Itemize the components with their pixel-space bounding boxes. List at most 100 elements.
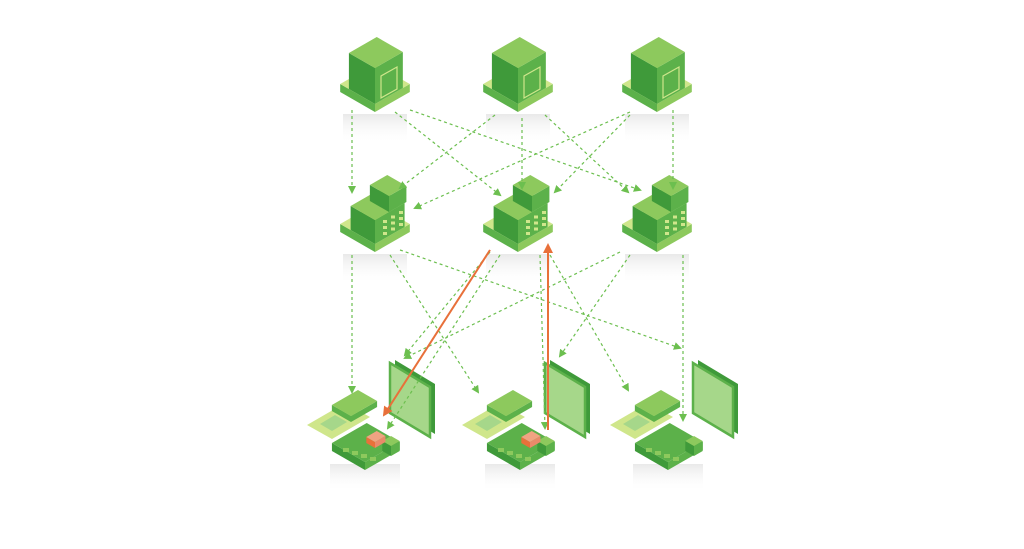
shadow <box>343 254 407 284</box>
shadow <box>486 254 550 284</box>
dashed-edge-building-2-to-device-1 <box>386 254 501 430</box>
box-right-face <box>518 224 553 252</box>
box-right-face <box>375 203 405 244</box>
box-left-face <box>331 443 365 470</box>
box-right-face <box>518 52 546 104</box>
dashed-edge-building-2-to-device-2 <box>539 254 549 430</box>
board-component <box>525 457 531 461</box>
box-right-face <box>657 52 685 104</box>
device-1 <box>307 360 435 492</box>
board-component <box>516 454 522 458</box>
window <box>681 211 685 214</box>
box-top-face <box>486 423 555 462</box>
box-top-face <box>348 37 403 68</box>
box-left-face <box>366 437 375 448</box>
box-top-face <box>521 431 541 442</box>
panel-front <box>388 360 432 440</box>
box-left-face <box>486 405 506 422</box>
box-right-face <box>391 441 400 456</box>
box-left-face <box>651 185 671 212</box>
shadow <box>625 254 689 284</box>
warehouse-2 <box>483 37 553 144</box>
shadow <box>486 114 550 144</box>
building-2 <box>483 175 553 284</box>
building-3 <box>622 175 692 284</box>
window <box>391 227 395 231</box>
box-top-face <box>486 390 533 416</box>
box-top-face <box>634 390 681 416</box>
box-right-face <box>375 224 410 252</box>
box-top-face <box>366 431 386 442</box>
window <box>673 215 677 219</box>
window <box>542 223 546 226</box>
box-right-face <box>375 52 403 104</box>
box-right-face <box>506 401 533 422</box>
door-icon <box>662 65 680 100</box>
window <box>665 220 669 223</box>
window <box>399 211 403 214</box>
dashed-edge-warehouse-2-to-building-1 <box>398 114 496 190</box>
box-right-face <box>532 186 550 212</box>
board-component <box>655 451 661 455</box>
box-left-face <box>486 443 520 470</box>
shadow <box>625 114 689 144</box>
window <box>665 232 669 235</box>
board-component <box>498 448 504 452</box>
window <box>383 232 387 235</box>
box-left-face <box>634 443 668 470</box>
window <box>526 232 530 235</box>
sheet-pad <box>623 415 650 431</box>
box-right-face <box>518 84 553 112</box>
window <box>542 211 546 214</box>
dashed-edge-building-2-to-device-3 <box>549 254 630 392</box>
shadow <box>343 114 407 144</box>
window <box>534 227 538 231</box>
box-right-face <box>351 401 378 422</box>
dashed-edge-warehouse-3-to-building-2 <box>553 114 631 194</box>
box-left-face <box>622 224 657 252</box>
window <box>665 226 669 229</box>
box-left-face <box>350 206 375 244</box>
window <box>673 221 677 225</box>
board-component <box>673 457 679 461</box>
box-right-face <box>654 401 681 422</box>
box-right-face <box>546 441 555 456</box>
window <box>534 221 538 225</box>
door-icon <box>380 65 398 100</box>
box-top-face <box>491 37 546 68</box>
board-component <box>343 448 349 452</box>
box-right-face <box>530 436 541 448</box>
box-right-face <box>657 224 692 252</box>
dashed-edge-warehouse-1-to-building-2 <box>394 111 502 197</box>
window <box>391 215 395 219</box>
dashed-edge-building-1-to-device-3 <box>399 249 682 350</box>
board-component <box>361 454 367 458</box>
device-2 <box>462 360 590 492</box>
box-right-face <box>657 84 692 112</box>
box-right-face <box>389 186 407 212</box>
window <box>391 221 395 225</box>
box-left-face <box>537 441 546 456</box>
window <box>399 223 403 226</box>
warehouse-3 <box>622 37 692 144</box>
board-component <box>352 451 358 455</box>
window <box>542 217 546 220</box>
board-component <box>507 451 513 455</box>
box-left-face <box>634 405 654 422</box>
dashed-edge-building-3-to-device-2 <box>558 254 631 358</box>
box-left-face <box>512 185 532 212</box>
box-top-face <box>369 175 407 196</box>
window <box>383 220 387 223</box>
box-right-face <box>375 436 386 448</box>
window <box>399 217 403 220</box>
box-right-face <box>518 203 548 244</box>
window <box>673 227 677 231</box>
window <box>526 226 530 229</box>
warehouse-1 <box>340 37 410 144</box>
box-left-face <box>331 405 351 422</box>
box-top-face <box>634 423 703 462</box>
board-component <box>370 457 376 461</box>
box-top-face <box>537 436 555 446</box>
dashed-edge-building-3-to-device-1 <box>403 251 621 359</box>
box-top-face <box>685 436 703 446</box>
